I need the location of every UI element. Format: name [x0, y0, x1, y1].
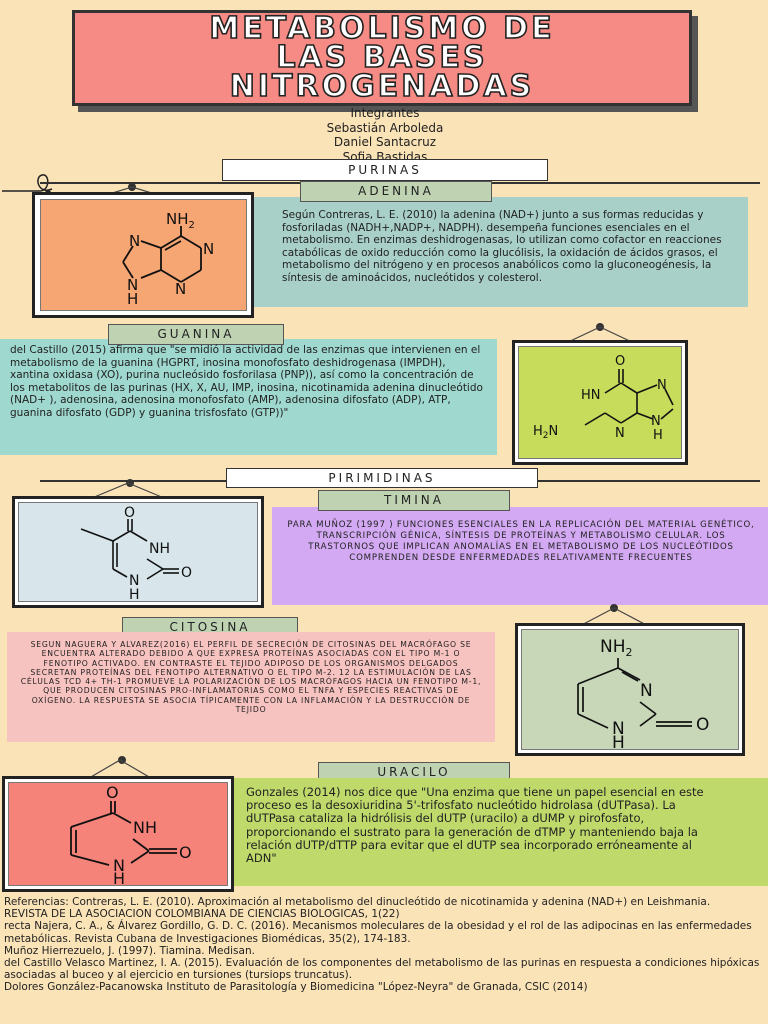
section-pirimidinas: PIRIMIDINAS	[226, 468, 538, 488]
mol-label: O	[179, 843, 192, 862]
member-name: Daniel Santacruz	[333, 135, 437, 149]
mol-label: O	[181, 565, 192, 581]
hanger-icon	[563, 326, 637, 345]
hanger-icon	[83, 759, 157, 782]
reference-item: Muñoz Hierrezuelo, J. (1997). Tiamina. M…	[4, 944, 255, 957]
thymine-molecule-icon: O NH O N H	[80, 505, 192, 603]
mol-label: H	[612, 733, 625, 749]
reference-item: REVISTA DE LA ASOCIACION COLOMBIANA DE C…	[4, 908, 400, 921]
references: Referencias: Contreras, L. E. (2010). Ap…	[4, 896, 764, 994]
mol-label: H	[653, 428, 663, 443]
mol-label: H	[127, 290, 138, 308]
mol-label: N	[615, 426, 625, 441]
mol-label: NH2	[166, 210, 195, 231]
label-adenina: ADENINA	[300, 181, 492, 202]
mol-label: N	[127, 276, 138, 294]
hanger-icon	[573, 607, 655, 630]
mol-label: N	[129, 573, 139, 589]
page-title: METABOLISMO DE LAS BASES NITROGENADAS	[72, 11, 692, 104]
mol-label: O	[124, 505, 135, 521]
label-guanina: GUANINA	[108, 324, 284, 345]
mol-label: N	[657, 378, 667, 393]
guanine-molecule-icon: O HN N N N H H H2N	[533, 354, 707, 443]
citosina-text: SEGUN NAGUERA Y ALVAREZ(2016) EL PERFIL …	[20, 640, 482, 715]
mol-label: O	[696, 715, 709, 735]
uracilo-panel	[234, 778, 768, 886]
mol-label: N	[203, 240, 214, 258]
reference-item: Referencias: Contreras, L. E. (2010). Ap…	[4, 896, 711, 908]
members-block: Integrantes Sebastián Arboleda Daniel Sa…	[250, 106, 520, 164]
mol-label: O	[106, 783, 119, 802]
guanina-panel	[0, 339, 497, 455]
mol-label: N	[651, 414, 661, 429]
citosina-panel	[7, 632, 495, 742]
title-line-3: NITROGENADAS	[229, 69, 535, 104]
title-line-1: METABOLISMO DE	[209, 11, 555, 46]
cytosine-molecule-icon: NH2 N O N H	[577, 637, 709, 753]
label-timina: TIMINA	[318, 490, 510, 511]
uracil-molecule-icon: O NH O N H	[70, 783, 192, 888]
citosina-image: NH2 N O N H	[521, 629, 739, 753]
nail-icon	[118, 756, 126, 764]
timina-text: PARA MUÑOZ (1997 ) FUNCIONES ESENCIALES …	[287, 520, 755, 563]
mol-label: N	[175, 280, 186, 298]
members-heading: Integrantes	[350, 106, 420, 120]
reference-item: Dolores González-Pacanowska Instituto de…	[4, 981, 588, 994]
reference-item: del Castillo Velasco Martinez, I. A. (20…	[4, 957, 760, 982]
mol-label: N	[113, 856, 125, 875]
mol-label: H	[129, 587, 140, 601]
member-name: Sebastián Arboleda	[326, 120, 444, 135]
mol-label: NH	[149, 541, 170, 557]
uracilo-image: O NH O N H	[8, 782, 228, 888]
uracilo-text: Gonzales (2014) nos dice que "Una enzima…	[246, 785, 704, 866]
adenina-text: Según Contreras, L. E. (2010) la adenina…	[282, 209, 722, 284]
title-banner	[72, 10, 692, 106]
mol-label: H	[113, 869, 125, 885]
mol-label: NH	[133, 818, 157, 837]
mol-label: N	[612, 719, 625, 739]
mol-label: N	[129, 232, 140, 250]
mol-label: O	[615, 354, 625, 369]
adenina-image: NH2 N N N N H	[40, 199, 247, 311]
section-purinas: PURINAS	[222, 159, 548, 181]
timina-panel	[272, 507, 768, 605]
adenine-molecule-icon: NH2 N N N N H	[122, 210, 214, 308]
timina-image: O NH O N H	[18, 502, 258, 603]
mol-label: HN	[581, 388, 601, 403]
reference-item: recta Najera, C. A., & Álvarez Gordillo,…	[4, 920, 752, 945]
hanger-icon	[91, 482, 165, 499]
guanina-image: O HN N N N H H H2N	[518, 346, 707, 459]
mol-label: H2N	[533, 424, 558, 441]
mol-label: N	[640, 681, 653, 701]
nail-icon	[126, 479, 134, 487]
guanina-text: del Castillo (2015) afirma que "se midió…	[10, 344, 483, 419]
mol-label: NH2	[600, 637, 633, 659]
title-line-2: LAS BASES	[276, 40, 488, 75]
